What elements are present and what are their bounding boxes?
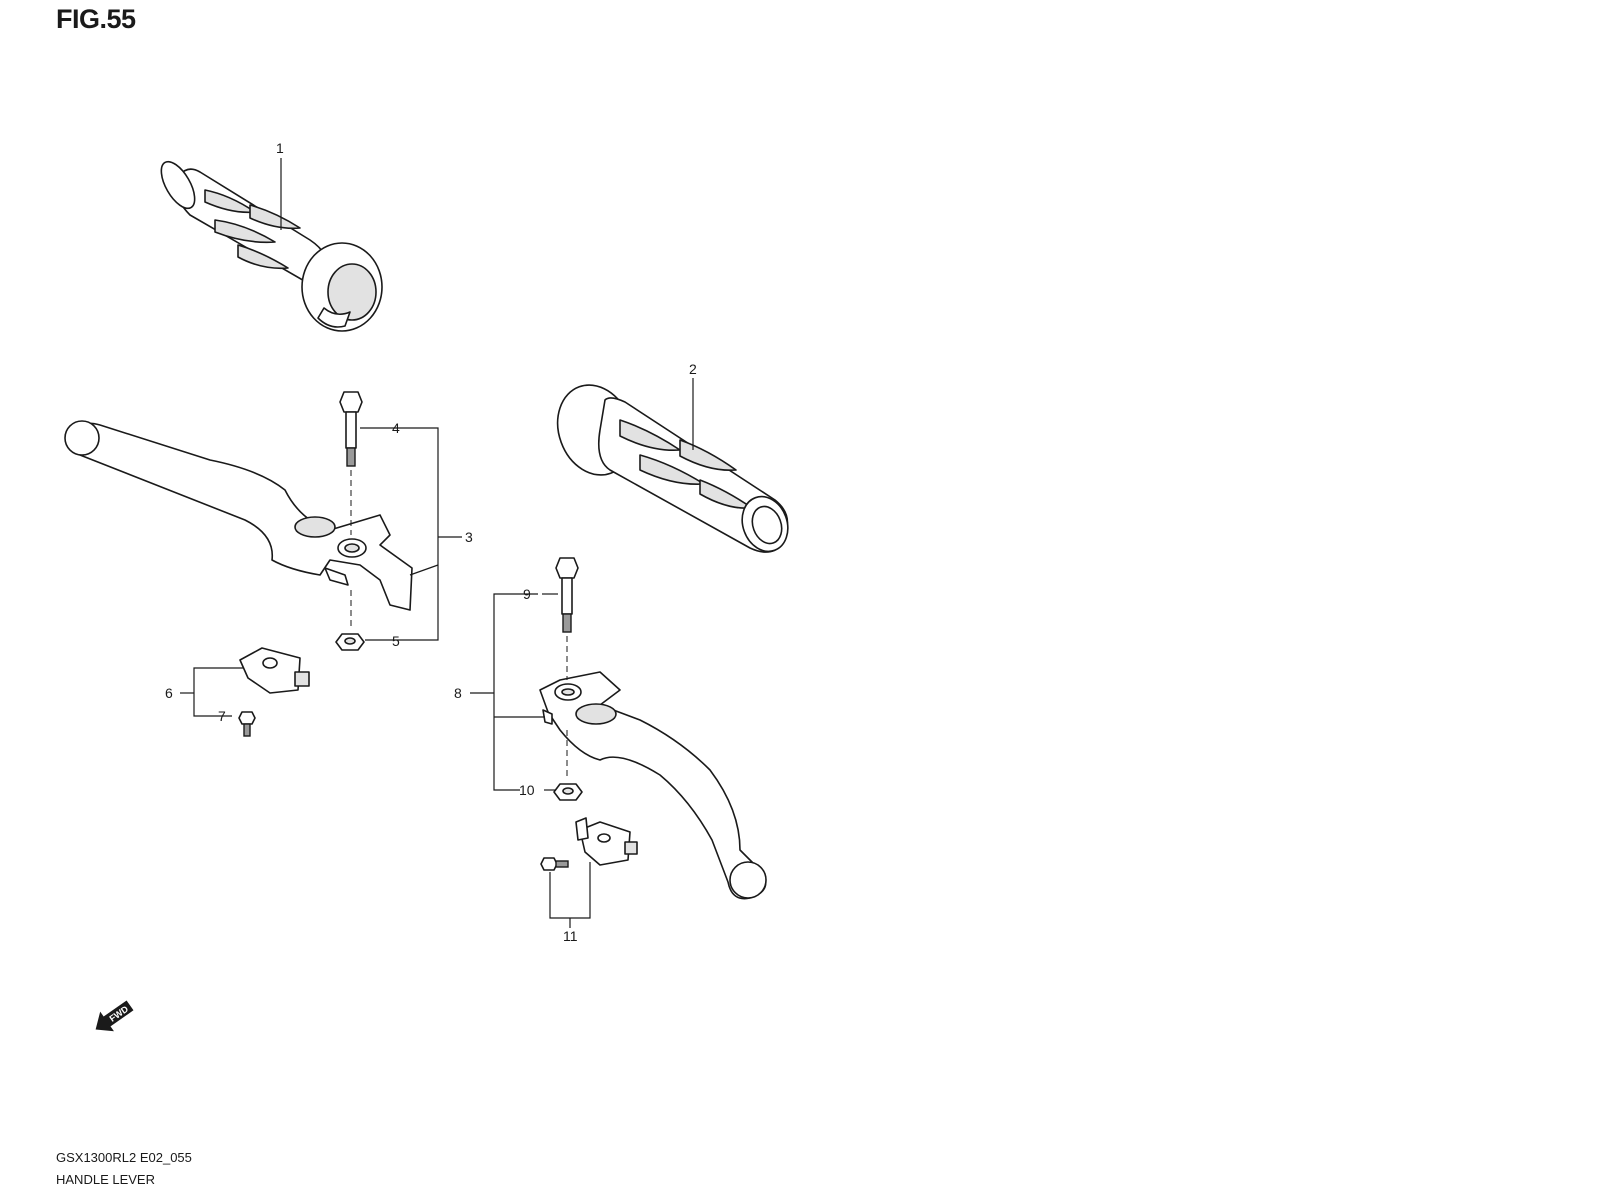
screw-left[interactable] bbox=[238, 711, 256, 737]
footer-model-code: GSX1300RL2 E02_055 bbox=[56, 1150, 192, 1165]
nut-left[interactable] bbox=[335, 633, 365, 651]
callout-10: 10 bbox=[519, 782, 535, 798]
callout-2: 2 bbox=[689, 361, 697, 377]
bolt-left[interactable] bbox=[339, 391, 363, 467]
lever-right[interactable] bbox=[539, 671, 767, 900]
figure-title: FIG.55 bbox=[56, 4, 136, 34]
callout-4: 4 bbox=[392, 420, 400, 436]
callout-6: 6 bbox=[165, 685, 173, 701]
switch-left[interactable] bbox=[239, 647, 310, 694]
bolt-right[interactable] bbox=[555, 557, 579, 633]
callout-3: 3 bbox=[465, 529, 473, 545]
callout-8: 8 bbox=[454, 685, 462, 701]
callout-9: 9 bbox=[523, 586, 531, 602]
fwd-arrow-icon: FWD bbox=[95, 1000, 134, 1032]
grip-right[interactable] bbox=[545, 374, 795, 557]
callout-11: 11 bbox=[563, 928, 578, 944]
callout-5: 5 bbox=[392, 633, 400, 649]
callout-7: 7 bbox=[218, 708, 226, 724]
screw-right[interactable] bbox=[540, 857, 569, 871]
grip-left[interactable] bbox=[155, 156, 383, 332]
switch-right[interactable] bbox=[575, 817, 638, 866]
leader-lines bbox=[180, 158, 694, 928]
callout-1: 1 bbox=[276, 140, 284, 156]
nut-right[interactable] bbox=[553, 783, 583, 801]
footer-section-name: HANDLE LEVER bbox=[56, 1172, 155, 1187]
lever-left[interactable] bbox=[64, 420, 413, 611]
